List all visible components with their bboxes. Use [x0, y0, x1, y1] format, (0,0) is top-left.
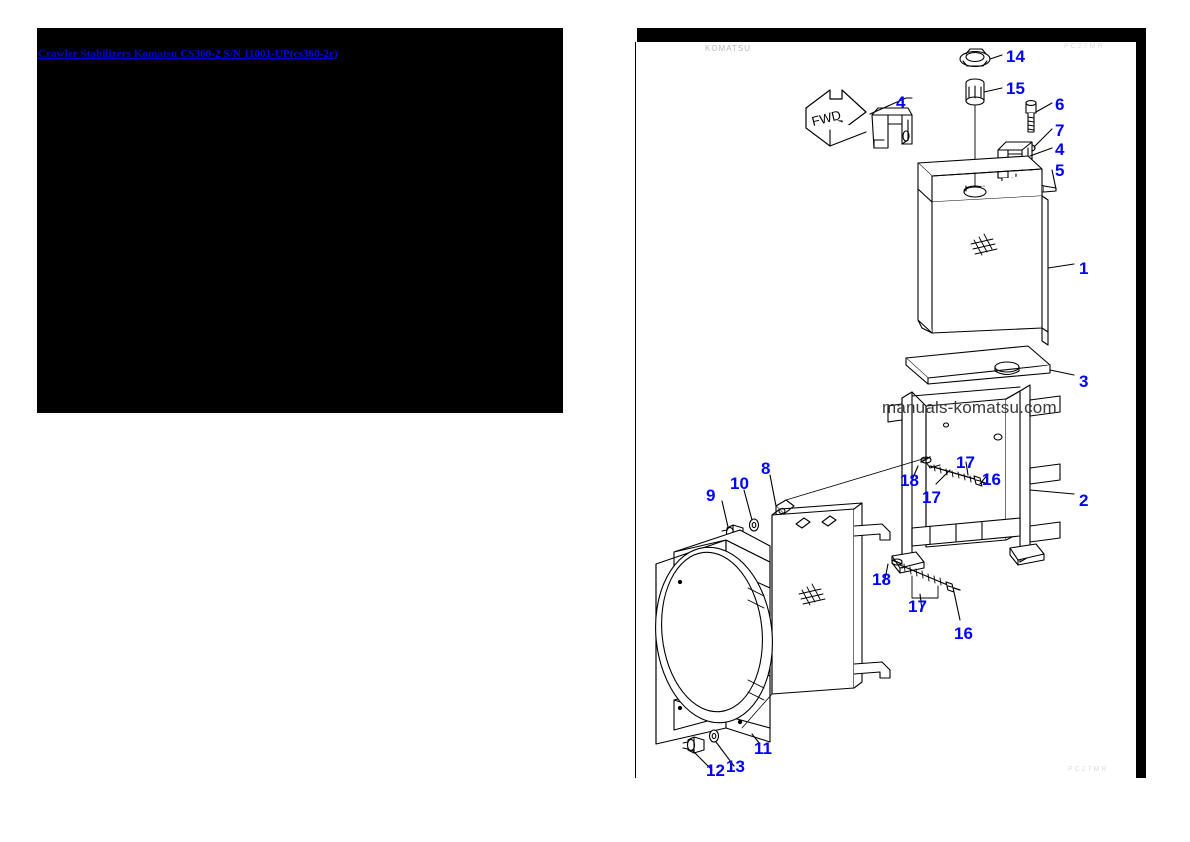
leader-8: [769, 474, 777, 507]
parts-diagram-panel: KOMATSU PC27MR PC27MR FWD: [630, 28, 1146, 780]
part-14-radiator-cap: [959, 48, 991, 68]
leader-16a: [979, 473, 989, 485]
callout-number-17[interactable]: 17: [908, 597, 927, 616]
secondary-core: [771, 502, 891, 695]
part-13-washer: [708, 729, 720, 743]
leader-14: [989, 54, 1003, 60]
callout-number-6[interactable]: 6: [1055, 95, 1065, 114]
callout-number-18[interactable]: 18: [900, 471, 919, 490]
preview-panel: [37, 28, 563, 413]
guide-line-lower: [741, 693, 773, 729]
callout-number-1[interactable]: 1: [1079, 259, 1089, 278]
exploded-parts-artwork: FWD: [655, 48, 1075, 771]
leader-7: [1033, 128, 1053, 148]
leader-2: [1029, 489, 1075, 495]
sheet-left-border: [635, 42, 636, 778]
title-part-a: Crawler Stabilizers Komatsu: [38, 48, 181, 60]
faint-top-right-text: PC27MR: [1064, 43, 1105, 50]
leader-18b: [883, 563, 889, 585]
leader-17a: [965, 461, 969, 476]
leader-6: [1035, 102, 1053, 113]
callout-number-16[interactable]: 16: [954, 624, 973, 643]
callout-number-4[interactable]: 4: [896, 93, 906, 112]
leader-12: [691, 749, 713, 771]
hose-assembly-lower: [891, 558, 961, 599]
sheet-right-band: [1136, 28, 1146, 778]
faint-bottom-right-text: PC27MR: [1068, 766, 1109, 773]
part-6-bolt: [1025, 100, 1037, 133]
leader-17c: [919, 593, 923, 611]
leader-5: [1051, 169, 1057, 190]
leader-18a: [911, 465, 919, 481]
leader-11: [751, 733, 761, 745]
callout-number-9[interactable]: 9: [706, 486, 716, 505]
callout-number-4[interactable]: 4: [1055, 140, 1065, 159]
callout-number-3[interactable]: 3: [1079, 372, 1089, 391]
callout-number-16[interactable]: 16: [982, 470, 1001, 489]
callout-number-17[interactable]: 17: [956, 453, 975, 472]
sheet-top-band: [637, 28, 1146, 42]
leader-3: [1049, 369, 1075, 376]
callout-number-14[interactable]: 14: [1006, 47, 1025, 66]
leader-4a: [869, 97, 913, 115]
core-fin-symbol: [970, 233, 998, 256]
callout-number-17[interactable]: 17: [922, 488, 941, 507]
fwd-direction-marker: FWD: [805, 89, 867, 147]
faint-header-text: KOMATSU: [705, 44, 751, 53]
secondary-core-fin-symbol: [798, 583, 826, 606]
part-3-upper-cover-plate: [905, 345, 1051, 385]
callout-number-15[interactable]: 15: [1006, 79, 1025, 98]
callout-number-8[interactable]: 8: [761, 459, 771, 478]
leader-9: [721, 500, 729, 528]
callout-number-10[interactable]: 10: [730, 474, 749, 493]
part-1-radiator-core: [917, 155, 1049, 346]
part-2-radiator-frame: [887, 384, 1061, 574]
svg-text:FWD: FWD: [810, 107, 842, 129]
leader-16b: [953, 591, 961, 621]
part-15-filler-neck: [965, 78, 985, 106]
callout-number-18[interactable]: 18: [872, 570, 891, 589]
callout-number-7[interactable]: 7: [1055, 121, 1065, 140]
site-watermark: manuals-komatsu.com: [882, 398, 1057, 417]
callout-number-11[interactable]: 11: [754, 739, 772, 758]
part-12-bolt: [682, 736, 705, 754]
leader-13: [715, 741, 735, 767]
title-part-b: CS360-2 S/N 11001-UP(cs360-2r): [180, 48, 338, 60]
hose-assembly-upper: [920, 456, 989, 487]
callout-number-12[interactable]: 12: [706, 761, 725, 780]
guide-line-upper: [785, 457, 927, 501]
part-10-washer: [748, 518, 760, 532]
leader-10: [743, 489, 753, 521]
part-11-fan-shroud: [655, 529, 773, 745]
part-4a-bracket: [871, 107, 913, 149]
callout-number-2[interactable]: 2: [1079, 491, 1089, 510]
leader-17b: [935, 469, 951, 485]
leader-15: [983, 87, 1003, 93]
callout-number-5[interactable]: 5: [1055, 161, 1065, 180]
clamp-16-lower: [945, 581, 955, 593]
callout-number-13[interactable]: 13: [726, 757, 745, 776]
document-title-link[interactable]: Crawler Stabilizers Komatsu CS360-2 S/N …: [38, 48, 338, 60]
leader-1: [1047, 263, 1075, 269]
leader-4b: [1029, 147, 1053, 157]
